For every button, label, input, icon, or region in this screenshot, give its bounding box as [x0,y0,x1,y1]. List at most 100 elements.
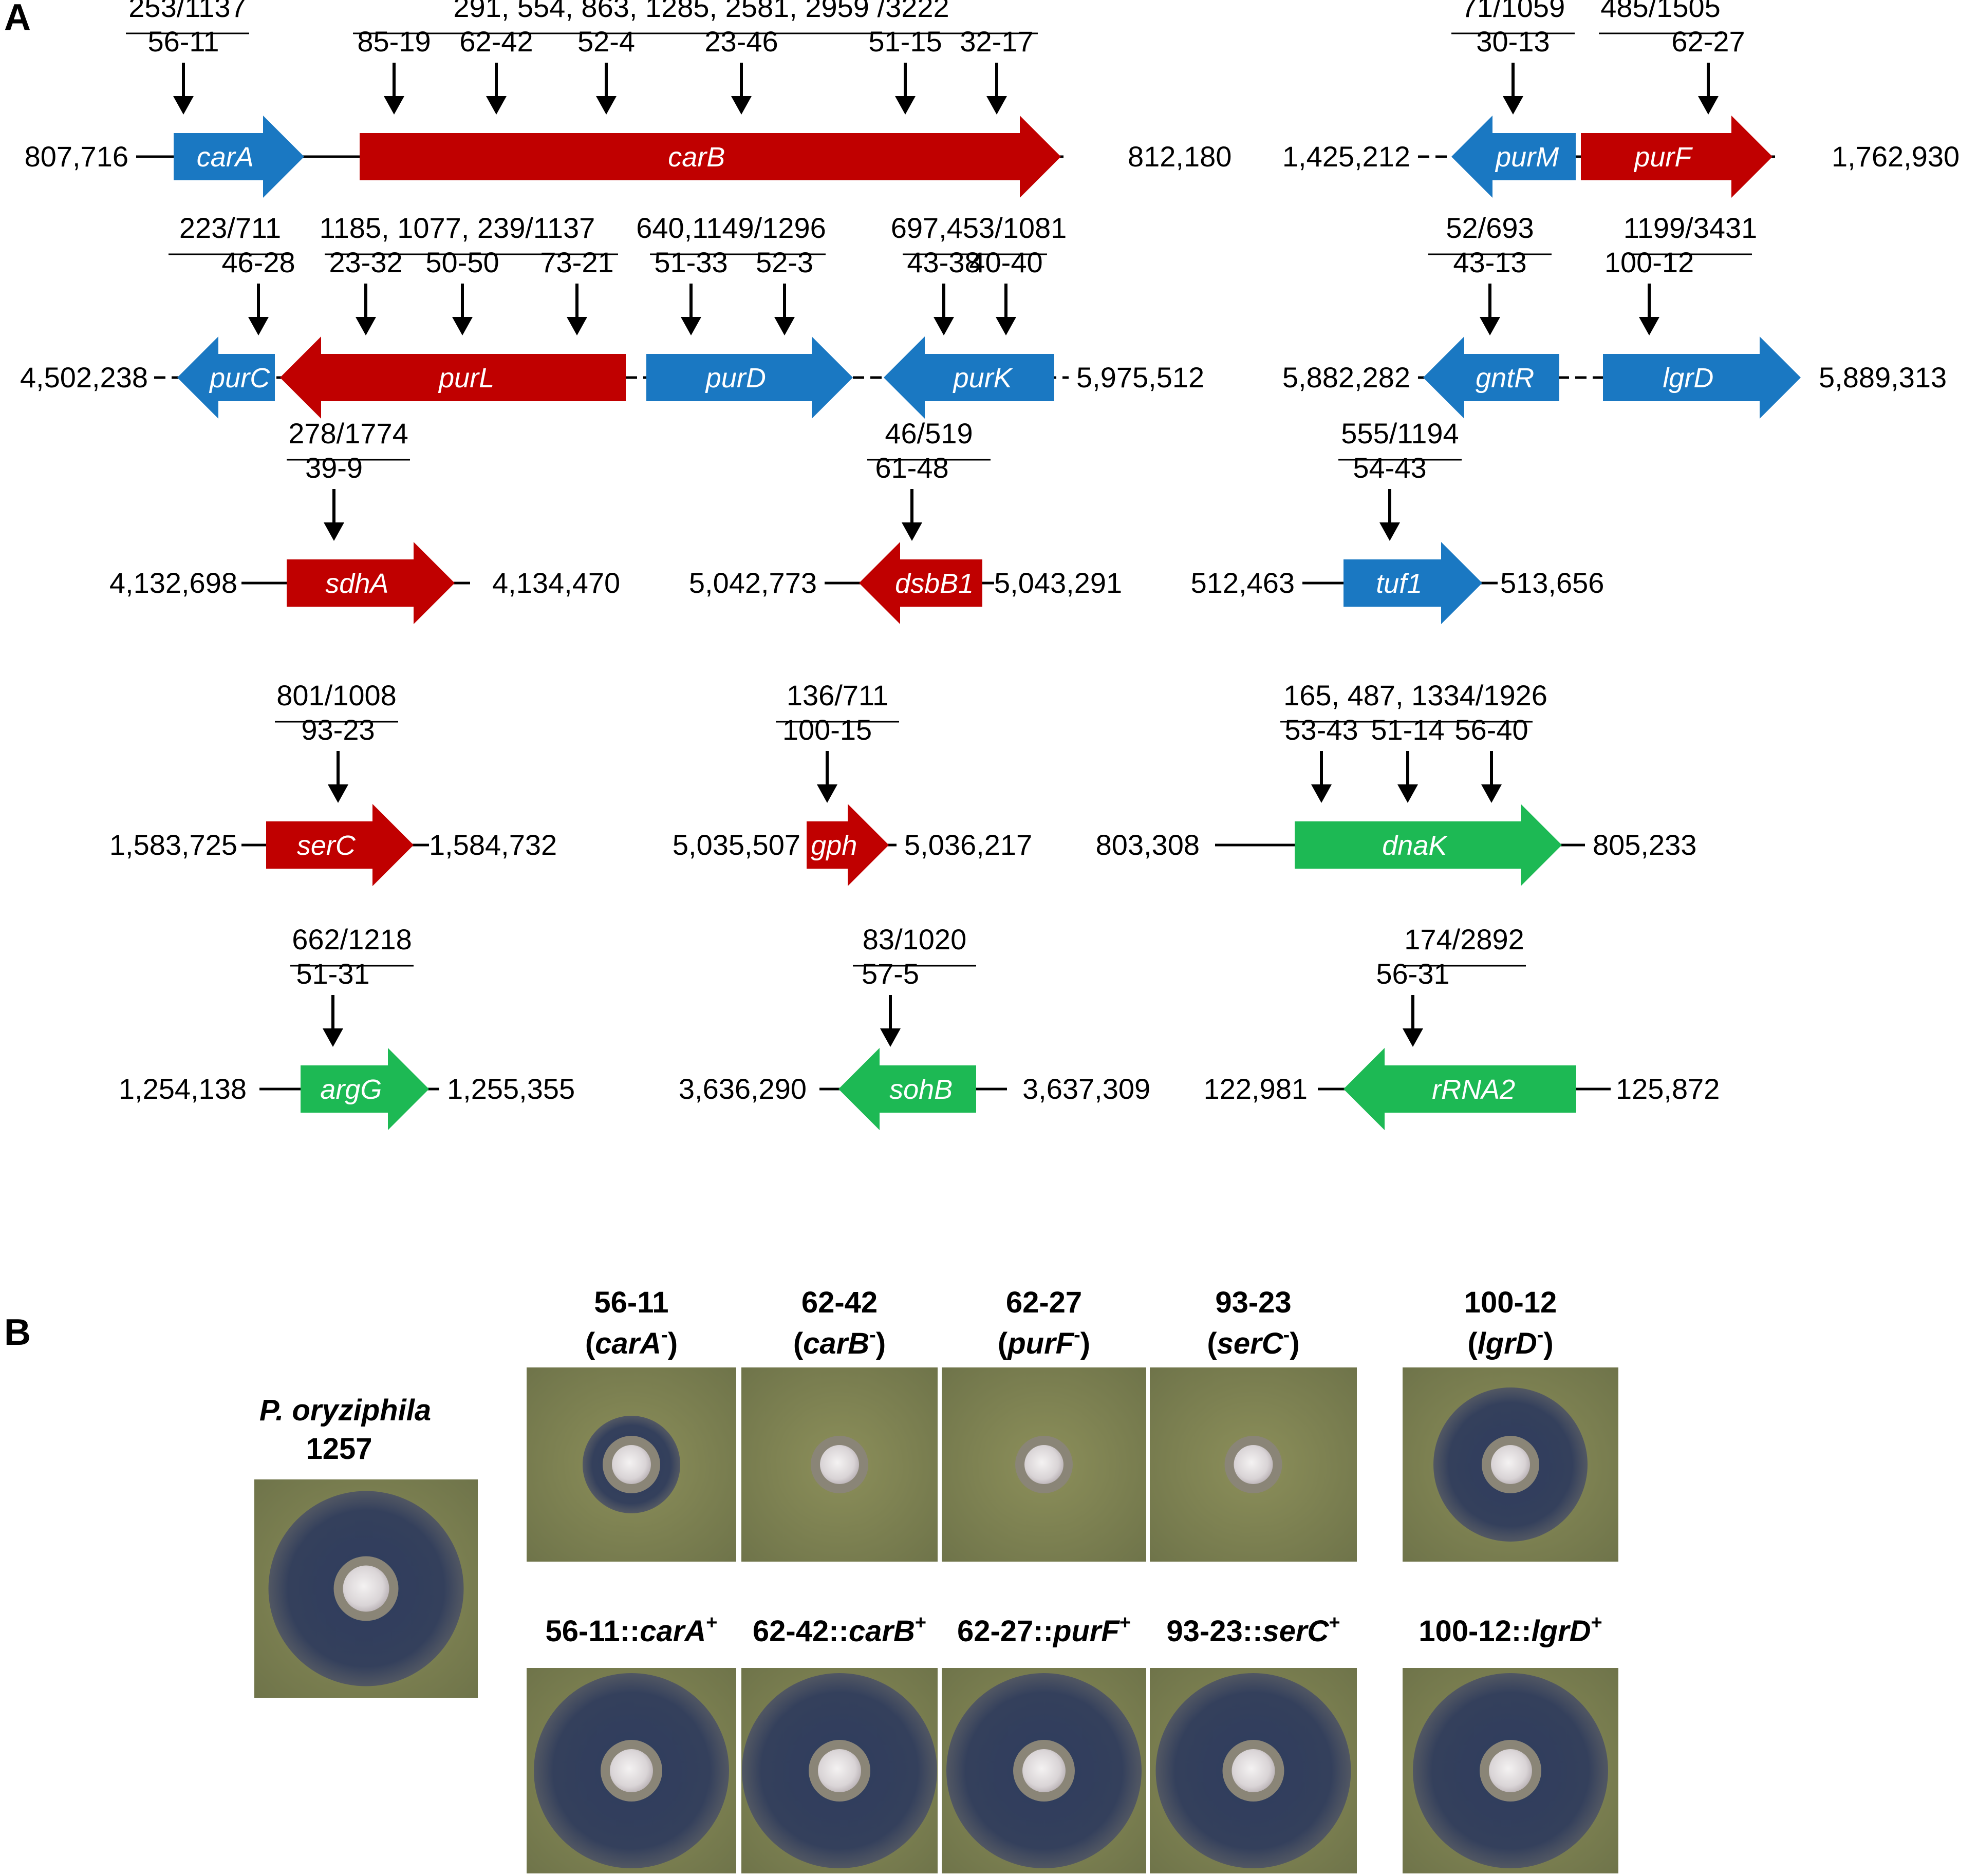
insertion-ratio-label: 253/1137 [128,0,246,23]
gene-name-label: lgrD [1663,363,1713,393]
gene-arrow-gntR [1423,336,1559,419]
paren-open: ( [1207,1327,1217,1360]
mutant-arrow-head [1639,317,1659,335]
insertion-ratio-label: 46/519 [885,417,973,449]
mutant-plate-id: 100-12 [1464,1286,1557,1319]
complemented-superscript: + [1591,1612,1602,1634]
mutant-label: 73-21 [540,246,613,278]
mutant-label: 56-31 [1376,958,1449,990]
gene-name-label: purL [438,363,494,393]
mutant-label: 52-4 [577,25,635,58]
mutant-arrow-head [1311,784,1332,803]
mutant-arrow-head [384,96,404,115]
mutant-arrow-head [880,1028,901,1047]
locus-end-coordinate: 5,036,217 [904,829,1032,861]
mutant-arrow-head [323,1028,343,1047]
mutant-arrow-head [996,317,1016,335]
gene-arrow-sdhA [287,542,455,624]
mutant-arrow-head [774,317,795,335]
gene-arrow-serC [266,804,414,886]
locus-end-coordinate: 4,134,470 [492,567,620,599]
locus-end-coordinate: 1,255,355 [447,1073,575,1105]
locus-start-coordinate: 1,583,725 [109,829,237,861]
gene-arrow-purC [177,336,275,419]
locus-start-coordinate: 803,308 [1096,829,1200,861]
paren-close: ) [876,1327,886,1360]
mutant-label: 32-17 [960,25,1033,58]
mutant-plate-id: 62-42 [801,1286,878,1319]
mutant-plate-id: 62-27 [1006,1286,1082,1319]
gene-name-label: sdhA [325,568,388,599]
paren-close: ) [1290,1327,1299,1360]
plate-mutant-62-42 [741,1367,938,1562]
insertion-ratio-label: 52/693 [1446,212,1534,244]
wild-type-label-line1: P. oryziphila [259,1394,431,1427]
locus-start-coordinate: 122,981 [1204,1073,1308,1105]
mutant-gene-name: serC [1217,1327,1284,1360]
mutant-label: 51-15 [868,25,942,58]
mutant-arrow-head [681,317,701,335]
mutant-label: 30-13 [1476,25,1550,58]
mutant-arrow-head [1480,317,1500,335]
mutant-arrow-head [1698,96,1719,115]
mutant-arrow-head [356,317,376,335]
paper-disc [1231,1749,1275,1792]
gene-name-label: carB [668,142,725,173]
mutant-arrow-head [1379,522,1400,541]
plate-complemented-0 [527,1668,736,1873]
locus-start-coordinate: 4,132,698 [109,567,237,599]
mutant-plate-genotype: (purF-) [998,1324,1090,1360]
mutant-arrow-head [934,317,954,335]
gene-arrow-dnaK [1295,804,1562,886]
gene-arrow-purM [1451,116,1576,198]
complemented-plate-label: 93-23::serC+ [1166,1612,1340,1648]
mutant-label: 51-31 [296,958,369,990]
panel-b-letter: B [4,1312,31,1353]
gene-arrow-argG [301,1048,429,1130]
paper-disc [820,1445,859,1484]
plate-complemented-4 [1403,1668,1618,1873]
gene-name-label: purD [705,363,766,393]
paper-disc [818,1749,861,1792]
insertion-ratio-label: 1199/3431 [1624,212,1758,244]
paper-disc [610,1749,653,1792]
locus-start-coordinate: 5,882,282 [1282,361,1410,393]
mutant-gene-name: lgrD [1478,1327,1537,1360]
mutant-label: 43-38 [907,246,980,278]
mutant-plate-genotype: (lgrD-) [1467,1324,1553,1360]
complemented-superscript: + [706,1612,717,1634]
gene-name-label: serC [297,830,356,861]
insertion-ratio-label: 291, 554, 863, 1285, 2581, 2959 /3222 [453,0,949,23]
insertion-ratio-label: 1185, 1077, 239/1137 [320,212,595,244]
gene-name-label: purC [209,363,270,393]
mutant-arrow-head [328,784,348,803]
insertion-ratio-label: 223/711 [179,212,281,244]
mutant-plate-genotype: (serC-) [1207,1324,1299,1360]
paren-open: ( [585,1327,595,1360]
plate-complemented-1 [741,1668,938,1873]
wild-type-label-line2: 1257 [306,1432,372,1466]
insertion-ratio-label: 165, 487, 1334/1926 [1283,679,1547,711]
paren-close: ) [668,1327,678,1360]
mutant-label: 57-5 [862,958,919,990]
gene-arrow-purF [1581,116,1772,198]
mutant-superscript: - [869,1324,876,1346]
mutant-arrow-head [986,96,1007,115]
insertion-ratio-label: 640,1149/1296 [636,212,826,244]
gene-arrow-purD [646,336,853,419]
